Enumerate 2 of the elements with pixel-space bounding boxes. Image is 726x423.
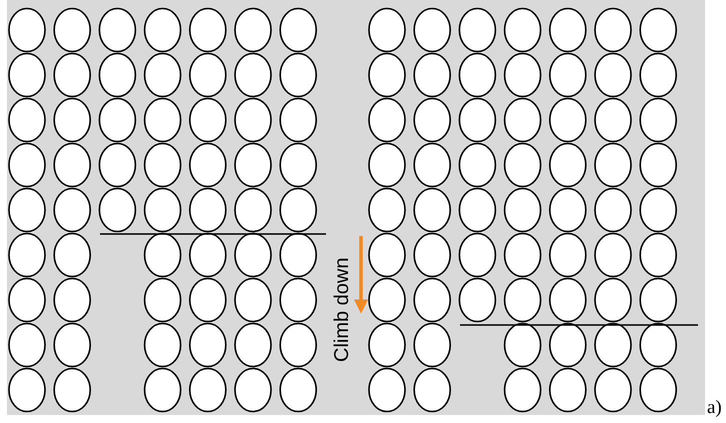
panel-label: a) [707,397,722,419]
direction-label: Climb down [331,258,354,362]
